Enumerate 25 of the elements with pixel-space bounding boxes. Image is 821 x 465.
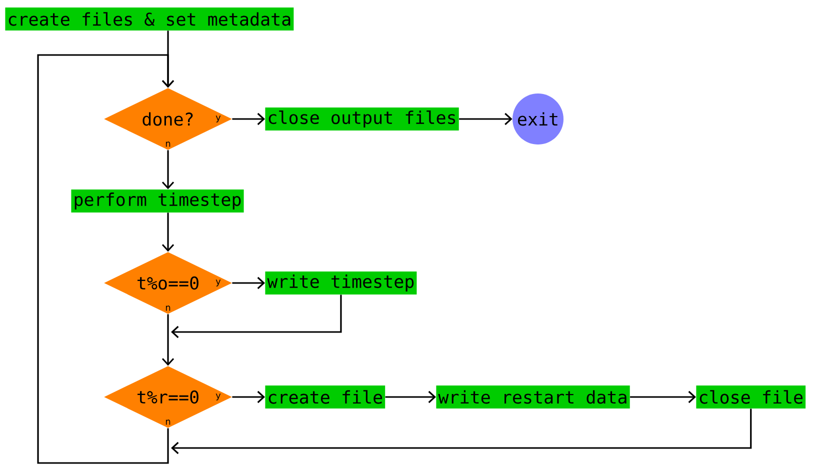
arrow — [162, 150, 174, 190]
branch-label: n — [166, 306, 170, 311]
arrow — [232, 112, 265, 126]
arrow — [385, 390, 436, 404]
arrow — [162, 314, 174, 366]
process-box: create files & set metadata — [5, 8, 294, 30]
arrow — [232, 390, 265, 404]
arrow — [37, 54, 174, 464]
arrow — [630, 390, 696, 404]
arrow — [459, 112, 512, 126]
process-box: close file — [696, 386, 806, 408]
branch-label: n — [166, 142, 170, 147]
process-box: create file — [265, 386, 386, 408]
branch-label: n — [166, 420, 170, 425]
branch-label: y — [216, 116, 221, 122]
arrow — [171, 294, 342, 338]
arrow — [232, 276, 265, 290]
process-box: perform timestep — [71, 190, 244, 212]
arrow — [162, 212, 174, 252]
process-box: close output files — [265, 108, 459, 130]
process-box: write restart data — [436, 386, 630, 408]
arrow — [171, 408, 752, 454]
branch-label: y — [216, 280, 221, 286]
branch-label: y — [216, 394, 221, 400]
process-box: write timestep — [265, 272, 417, 294]
